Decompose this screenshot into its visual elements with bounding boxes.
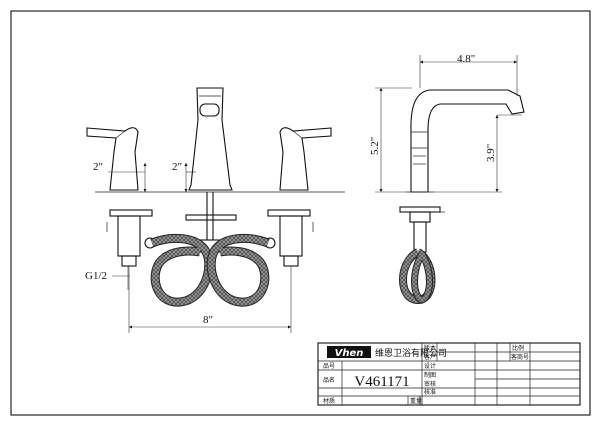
right-handle xyxy=(279,127,332,191)
braided-hoses xyxy=(150,233,270,307)
side-hoses xyxy=(399,248,436,305)
brand-logo xyxy=(327,346,371,358)
label-approve: 核准 xyxy=(424,388,436,396)
brand-logo-text: Vhen xyxy=(335,348,364,359)
label-material: 材质 xyxy=(323,397,335,405)
dimension-overall-height xyxy=(375,87,412,193)
dimension-spout-reach xyxy=(419,55,518,96)
spout-height-label: 3.9" xyxy=(485,144,497,162)
dimension-handle-height xyxy=(108,163,147,192)
dimension-spread xyxy=(128,266,292,333)
spout-base-height-label: 2" xyxy=(172,161,182,173)
label-drafting: 制图 xyxy=(424,371,436,379)
label-ratio: 比例 xyxy=(512,344,524,352)
label-item-no: 品号 xyxy=(323,363,335,370)
label-version: 版本 xyxy=(424,344,436,352)
dimension-spout-height xyxy=(434,114,522,193)
side-view: 4.8" 5.2" 3.9" xyxy=(369,53,525,305)
label-customer-no: 客商号 xyxy=(511,353,529,361)
spout-reach-label: 4.8" xyxy=(457,53,475,65)
front-view: 2" 2" G1/2 8" xyxy=(85,87,345,333)
spread-label: 8" xyxy=(203,314,213,326)
spout xyxy=(188,87,233,191)
drawing-border xyxy=(10,10,591,416)
model-number: V461171 xyxy=(354,374,409,390)
title-block: Vhen 维恩卫浴有限公司 版本 客户 比例 客商号 品号 品名 设计 制图 审… xyxy=(317,342,581,406)
label-weight: 重量 xyxy=(410,397,422,405)
overall-height-label: 5.2" xyxy=(369,137,381,155)
label-customer: 客户 xyxy=(424,353,436,361)
thread-label: G1/2 xyxy=(85,270,107,282)
handle-height-label: 2" xyxy=(93,161,103,173)
label-design: 设计 xyxy=(424,362,436,370)
label-name: 品名 xyxy=(323,376,335,384)
company-name: 维恩卫浴有限公司 xyxy=(375,347,447,359)
label-check: 审核 xyxy=(424,380,436,388)
spout-profile xyxy=(410,89,525,193)
dimension-spout-base-height xyxy=(184,163,196,192)
left-handle xyxy=(86,127,139,191)
